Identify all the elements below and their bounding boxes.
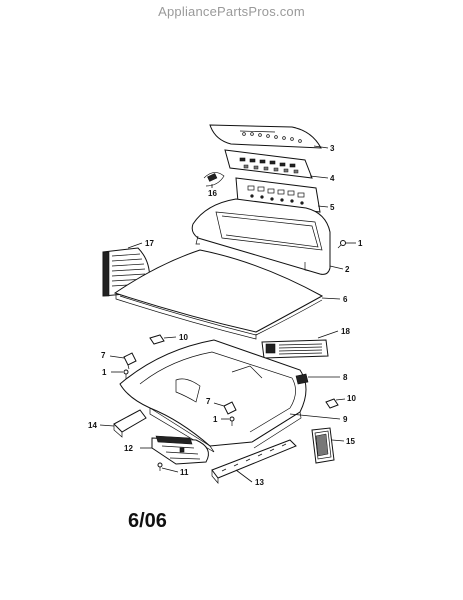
watermark-site-name: AppliancePartsPros.com <box>158 4 305 19</box>
callout-7-left: 7 <box>101 351 106 360</box>
callout-16: 16 <box>208 189 217 198</box>
callout-11: 11 <box>180 468 189 477</box>
callout-13: 13 <box>255 478 264 487</box>
callout-10-upper: 10 <box>179 333 188 342</box>
callout-18: 18 <box>341 327 350 336</box>
part-3-control-overlay[interactable] <box>209 124 322 149</box>
callout-3: 3 <box>330 144 335 153</box>
part-11-screw[interactable] <box>157 462 163 471</box>
part-12-dispenser[interactable] <box>151 435 209 465</box>
part-15-cup[interactable] <box>311 427 335 464</box>
part-13-front-trim[interactable] <box>211 439 297 484</box>
part-8-lid-switch[interactable] <box>295 373 309 385</box>
callout-15: 15 <box>346 437 355 446</box>
callout-1-left: 1 <box>102 368 107 377</box>
callout-12: 12 <box>124 444 133 453</box>
callout-1-right: 1 <box>213 415 218 424</box>
part-1-screw-console[interactable] <box>337 240 346 249</box>
callout-17: 17 <box>145 239 154 248</box>
part-4-control-board[interactable] <box>224 149 313 179</box>
callout-2: 2 <box>345 265 350 274</box>
part-16-wire-harness[interactable] <box>203 172 225 187</box>
callout-6: 6 <box>343 295 348 304</box>
callout-10-right: 10 <box>347 394 356 403</box>
date-code: 6/06 <box>128 510 167 532</box>
part-10-bumper-right[interactable] <box>325 398 339 409</box>
part-1-screw-right[interactable] <box>229 416 235 426</box>
callout-9: 9 <box>343 415 348 424</box>
callout-8: 8 <box>343 373 348 382</box>
part-7-hinge-right[interactable] <box>223 401 237 415</box>
part-6-lid[interactable] <box>113 249 324 340</box>
part-10-bumper-upper[interactable] <box>149 334 165 345</box>
part-7-hinge-left[interactable] <box>123 352 137 370</box>
part-18-warning-label[interactable] <box>261 339 329 359</box>
callout-5: 5 <box>330 203 335 212</box>
callout-4: 4 <box>330 174 335 183</box>
callout-7-right: 7 <box>206 397 211 406</box>
callout-14: 14 <box>88 421 97 430</box>
part-14-bracket[interactable] <box>113 409 147 438</box>
part-2-control-console[interactable] <box>191 198 331 275</box>
part-1-screw-left[interactable] <box>123 369 129 379</box>
callout-1-console: 1 <box>358 239 363 248</box>
